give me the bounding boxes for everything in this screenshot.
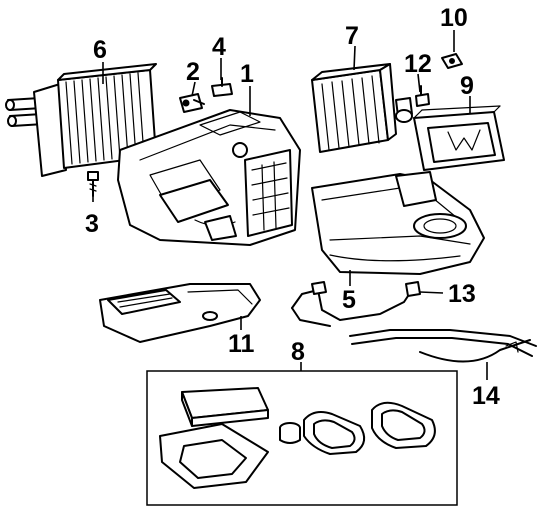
wiring-harness-drawing (291, 281, 421, 327)
heater-case-drawing (117, 109, 301, 246)
heater-core-drawing (5, 63, 157, 177)
sensor-drawing (415, 85, 430, 107)
callout-3: 3 (85, 210, 99, 238)
callout-8: 8 (291, 338, 305, 366)
duct-section-drawing (99, 283, 261, 343)
callout-9: 9 (460, 72, 474, 100)
vacuum-hose-drawing (349, 329, 537, 363)
callout-1: 1 (240, 60, 254, 88)
callout-12: 12 (404, 50, 432, 78)
screw-drawing (87, 171, 99, 197)
evaporator-core-drawing (311, 63, 413, 153)
callout-7: 7 (345, 22, 359, 50)
callout-2: 2 (186, 58, 200, 86)
callout-13: 13 (448, 280, 476, 308)
callout-6: 6 (93, 36, 107, 64)
clip-drawing (441, 53, 463, 69)
callout-11: 11 (228, 330, 255, 358)
seal-kit-box (146, 370, 458, 506)
callout-14: 14 (472, 382, 500, 410)
case-cover-drawing (413, 105, 505, 171)
callout-10: 10 (440, 4, 468, 32)
callout-4: 4 (212, 33, 226, 61)
callout-labels: 6 1 2 4 3 7 12 10 9 5 11 13 8 14 (85, 4, 500, 410)
callout-5: 5 (342, 286, 356, 314)
leader-lines (92, 30, 488, 380)
blower-housing-drawing (311, 171, 485, 275)
